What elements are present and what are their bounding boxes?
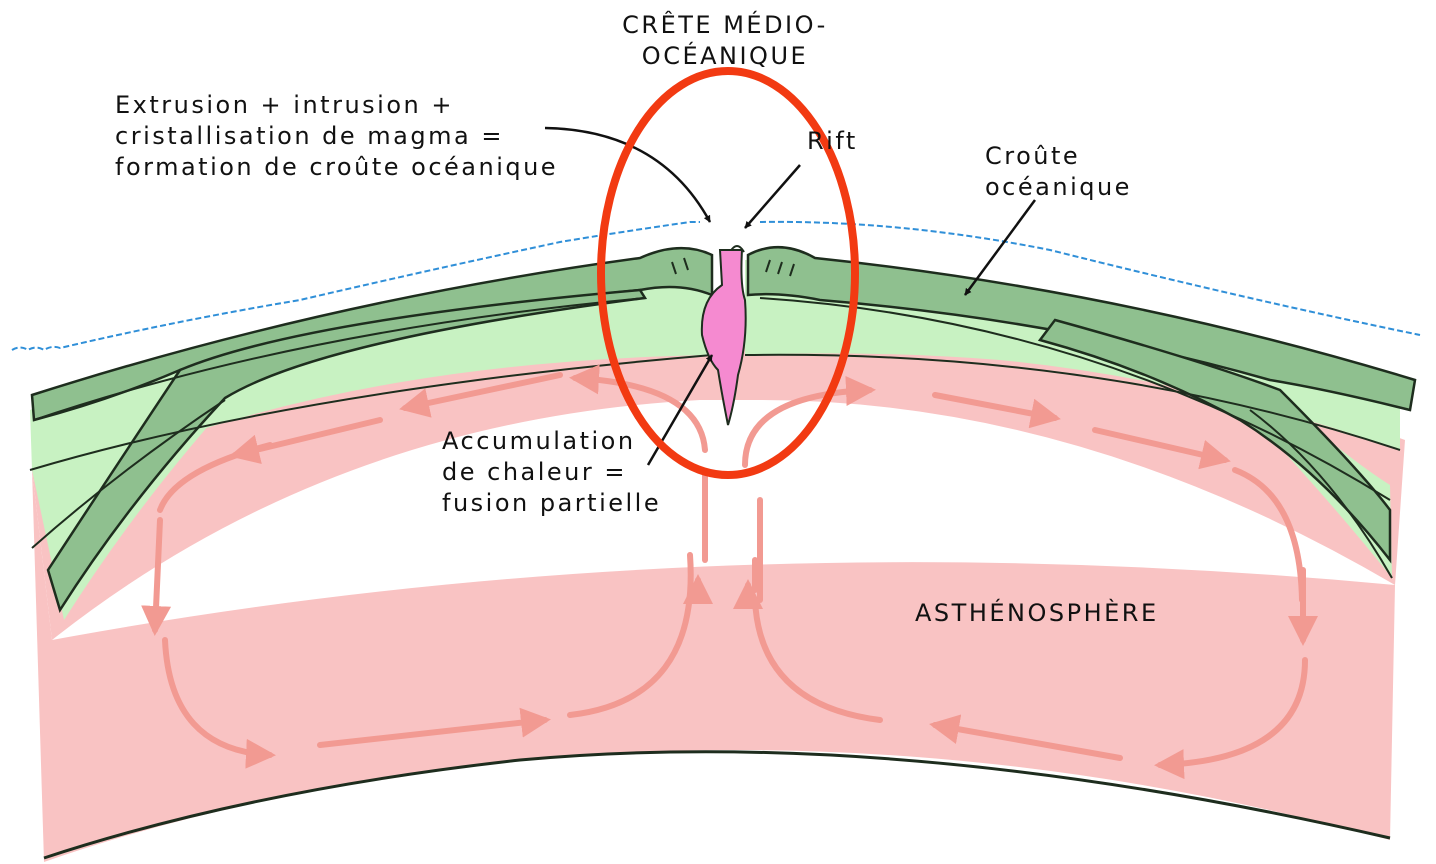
rift-label-text: Rift xyxy=(807,126,858,157)
asthenosphere-label: ASTHÉNOSPHÈRE xyxy=(915,598,1159,629)
extrusion-label-line-3: formation de croûte océanique xyxy=(115,152,558,183)
crust-label-line-2: océanique xyxy=(985,172,1132,203)
asthenosphere-label-text: ASTHÉNOSPHÈRE xyxy=(915,598,1159,629)
ridge-label-line-2: OCÉANIQUE xyxy=(590,41,860,72)
crust-label-line-1: Croûte xyxy=(985,141,1132,172)
asthenosphere-region xyxy=(32,470,1395,862)
accumulation-label-line-2: de chaleur = xyxy=(442,457,661,488)
accumulation-label-line-3: fusion partielle xyxy=(442,488,661,519)
extrusion-label-line-1: Extrusion + intrusion + xyxy=(115,90,558,121)
extrusion-label-line-2: cristallisation de magma = xyxy=(115,121,558,152)
accumulation-label-line-1: Accumulation xyxy=(442,426,661,457)
rift-label: Rift xyxy=(807,126,858,157)
accumulation-label: Accumulation de chaleur = fusion partiel… xyxy=(442,426,661,519)
crust-label: Croûte océanique xyxy=(985,141,1132,203)
ridge-label: CRÊTE MÉDIO- OCÉANIQUE xyxy=(590,10,860,72)
extrusion-label: Extrusion + intrusion + cristallisation … xyxy=(115,90,558,183)
ridge-label-line-1: CRÊTE MÉDIO- xyxy=(590,10,860,41)
